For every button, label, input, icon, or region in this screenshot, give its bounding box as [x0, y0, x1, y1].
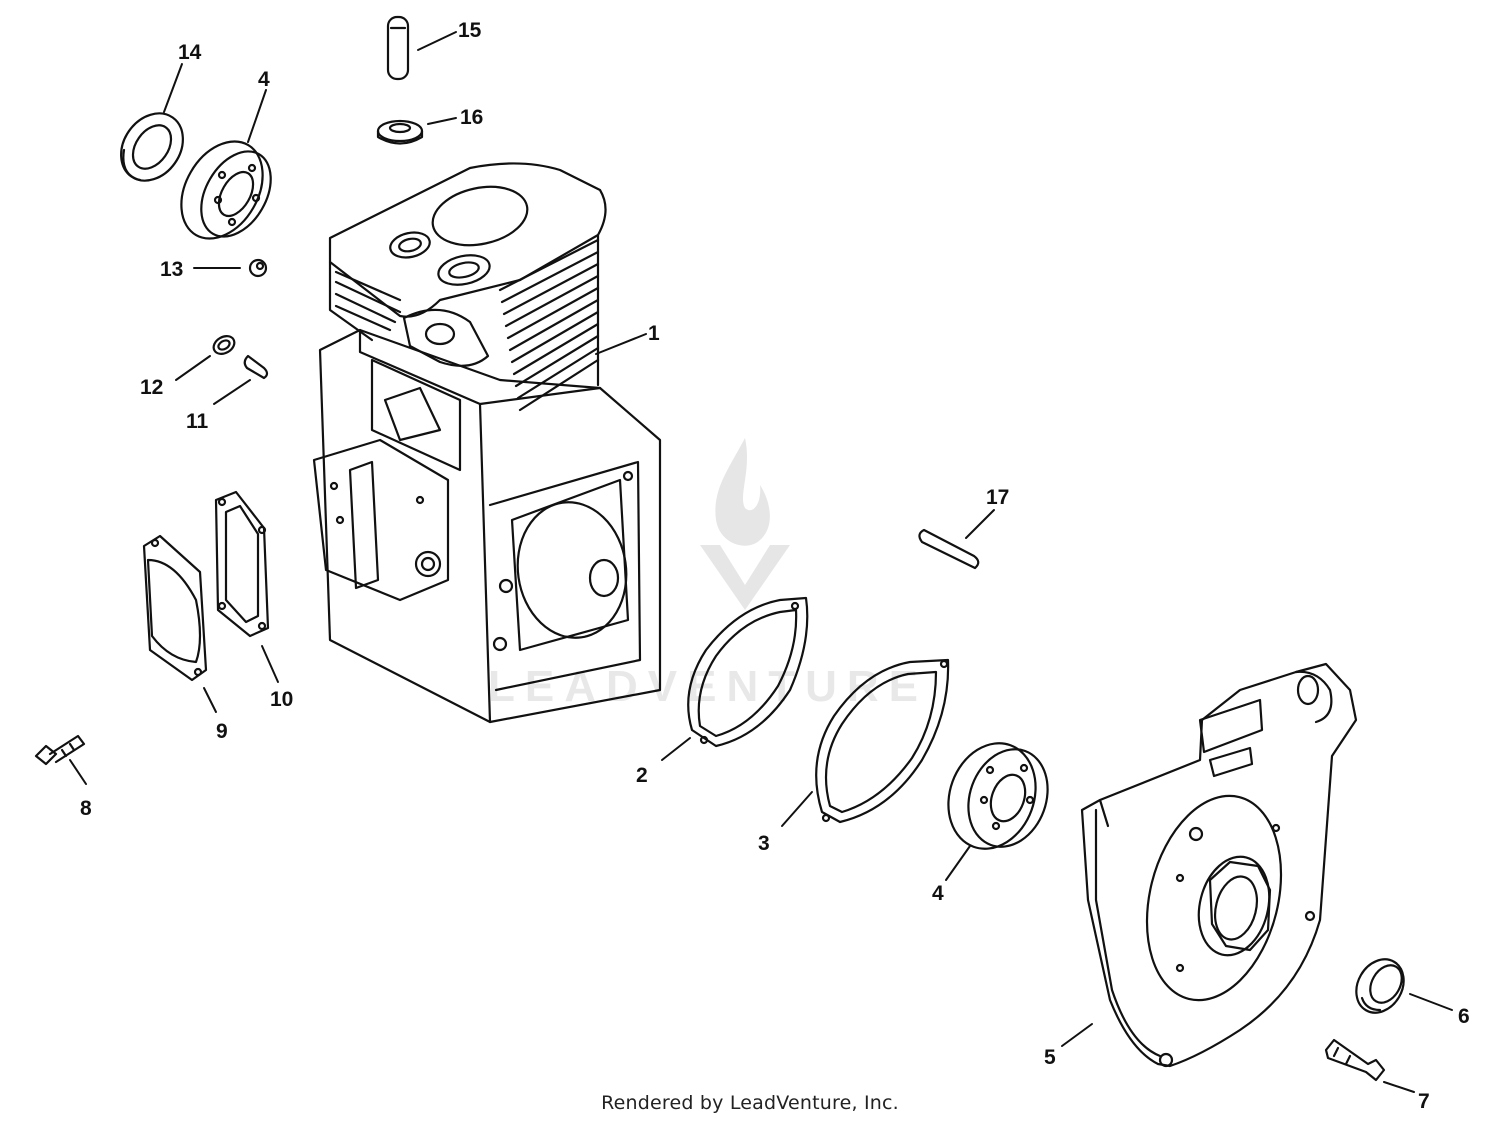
- callout-1: 1: [648, 322, 660, 345]
- watermark-text: LEADVENTURE: [488, 662, 929, 711]
- callout-2: 2: [636, 764, 648, 787]
- cover-plate-9: [142, 534, 208, 682]
- callout-17: 17: [986, 486, 1009, 509]
- callout-4-lower: 4: [932, 882, 944, 905]
- bolt-7: [1324, 1038, 1386, 1082]
- seal-ring-16: [376, 119, 424, 145]
- callout-3: 3: [758, 832, 770, 855]
- callout-14: 14: [178, 41, 202, 64]
- dowel-pin-17: [918, 528, 980, 570]
- callout-6: 6: [1458, 1005, 1470, 1028]
- pin-11: [243, 354, 269, 380]
- ball-bearing-4-upper: [180, 140, 272, 240]
- bolt-8: [34, 734, 86, 766]
- footer-credit: Rendered by LeadVenture, Inc.: [601, 1092, 899, 1114]
- gasket-3: [815, 658, 950, 824]
- oil-seal-6: [1355, 958, 1405, 1014]
- callout-labels: 15 16 14 4 13 12 11 1 17 2 3 4 5 6 7 8 9…: [80, 19, 1470, 1113]
- callout-16: 16: [460, 106, 483, 129]
- gasket-2: [687, 596, 809, 748]
- callout-13: 13: [160, 258, 183, 281]
- watermark-logo: [700, 438, 790, 610]
- callout-7: 7: [1418, 1090, 1430, 1113]
- plug-13: [248, 258, 268, 278]
- callout-12: 12: [140, 376, 163, 399]
- callout-5: 5: [1044, 1046, 1056, 1069]
- callout-4-upper: 4: [258, 68, 270, 91]
- crankcase-block-1: [312, 162, 662, 724]
- callout-11: 11: [186, 410, 209, 433]
- callout-9: 9: [216, 720, 228, 743]
- dowel-pin-15: [386, 15, 410, 81]
- closure-plate-5: [1080, 662, 1358, 1068]
- oil-seal-14: [120, 112, 184, 182]
- leader-lines: [69, 31, 1453, 1093]
- ball-bearing-4-lower: [947, 742, 1049, 850]
- callout-10: 10: [270, 688, 293, 711]
- o-ring-12: [212, 335, 236, 355]
- callout-8: 8: [80, 797, 92, 820]
- callout-15: 15: [458, 19, 482, 42]
- gasket-10: [214, 490, 270, 638]
